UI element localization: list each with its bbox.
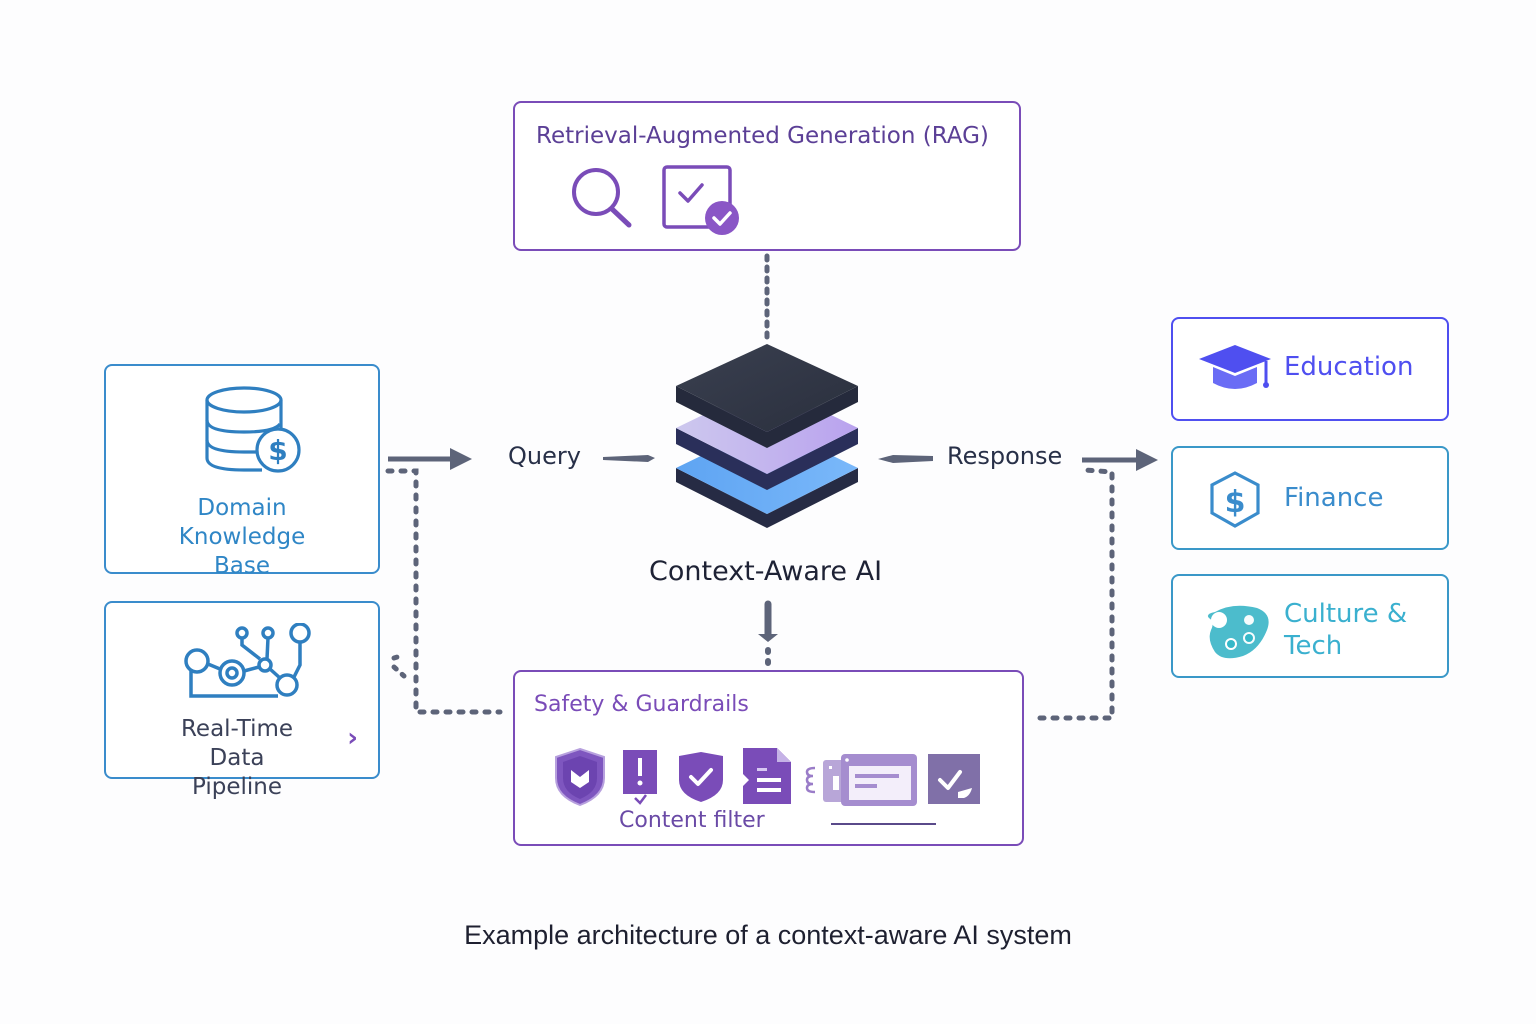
graduation-cap-icon [1199, 345, 1271, 389]
alert-flag-icon [623, 750, 657, 805]
content-filter-divider [831, 823, 936, 825]
safety-guardrails-title: Safety & Guardrails [534, 692, 749, 717]
finance-label: Finance [1284, 483, 1384, 513]
education-card[interactable]: Education [1171, 317, 1449, 421]
core-to-safety-arrowhead [758, 634, 778, 642]
database-dollar-icon: $ [205, 386, 301, 473]
network-nodes-icon [184, 623, 311, 698]
browser-window-icon [805, 754, 917, 806]
hexagon-dollar-icon: $ [1210, 471, 1260, 528]
document-icon [743, 748, 791, 804]
chevron-right-icon[interactable]: › [347, 723, 358, 753]
shield-heart-icon [555, 747, 605, 807]
education-label: Education [1284, 352, 1414, 382]
svg-text:$: $ [268, 434, 287, 467]
rag-panel: Retrieval-Augmented Generation (RAG) [513, 101, 1021, 251]
figure-caption: Example architecture of a context-aware … [464, 920, 1072, 950]
core-to-response-arrow [878, 455, 933, 463]
svg-text:$: $ [1225, 485, 1246, 520]
domain-knowledge-base-label: Domain Knowledge Base [178, 495, 306, 579]
search-icon [572, 168, 632, 228]
kb-safety-loop-connector [385, 468, 503, 715]
verified-document-icon [662, 165, 739, 235]
rag-title: Retrieval-Augmented Generation (RAG) [536, 123, 989, 149]
shield-check-icon [679, 752, 723, 802]
pipeline-safety-connector [391, 652, 407, 679]
finance-card[interactable]: $ Finance [1171, 446, 1449, 550]
response-to-domains-arrowhead [1136, 449, 1158, 471]
palette-icon [1207, 605, 1269, 659]
safety-response-loop-connector [1037, 467, 1115, 721]
query-to-core-arrow [603, 455, 655, 462]
domain-knowledge-base-card: $ Domain Knowledge Base [104, 364, 380, 579]
checkbox-icon [928, 754, 980, 804]
kb-to-query-arrowhead [450, 448, 472, 470]
real-time-data-pipeline-card[interactable]: Real-Time Data Pipeline › [104, 601, 380, 800]
query-label: Query [508, 442, 581, 470]
response-label: Response [947, 442, 1063, 470]
context-aware-ai-label: Context-Aware AI [649, 556, 883, 587]
culture-tech-card[interactable]: Culture & Tech [1171, 574, 1449, 678]
layered-stack-icon [676, 344, 858, 528]
content-filter-label: Content filter [619, 808, 765, 833]
real-time-data-pipeline-label: Real-Time Data Pipeline [180, 716, 294, 800]
culture-tech-label: Culture & Tech [1284, 599, 1408, 661]
safety-guardrails-panel: Safety & Guardrails Content filt [513, 670, 1024, 846]
